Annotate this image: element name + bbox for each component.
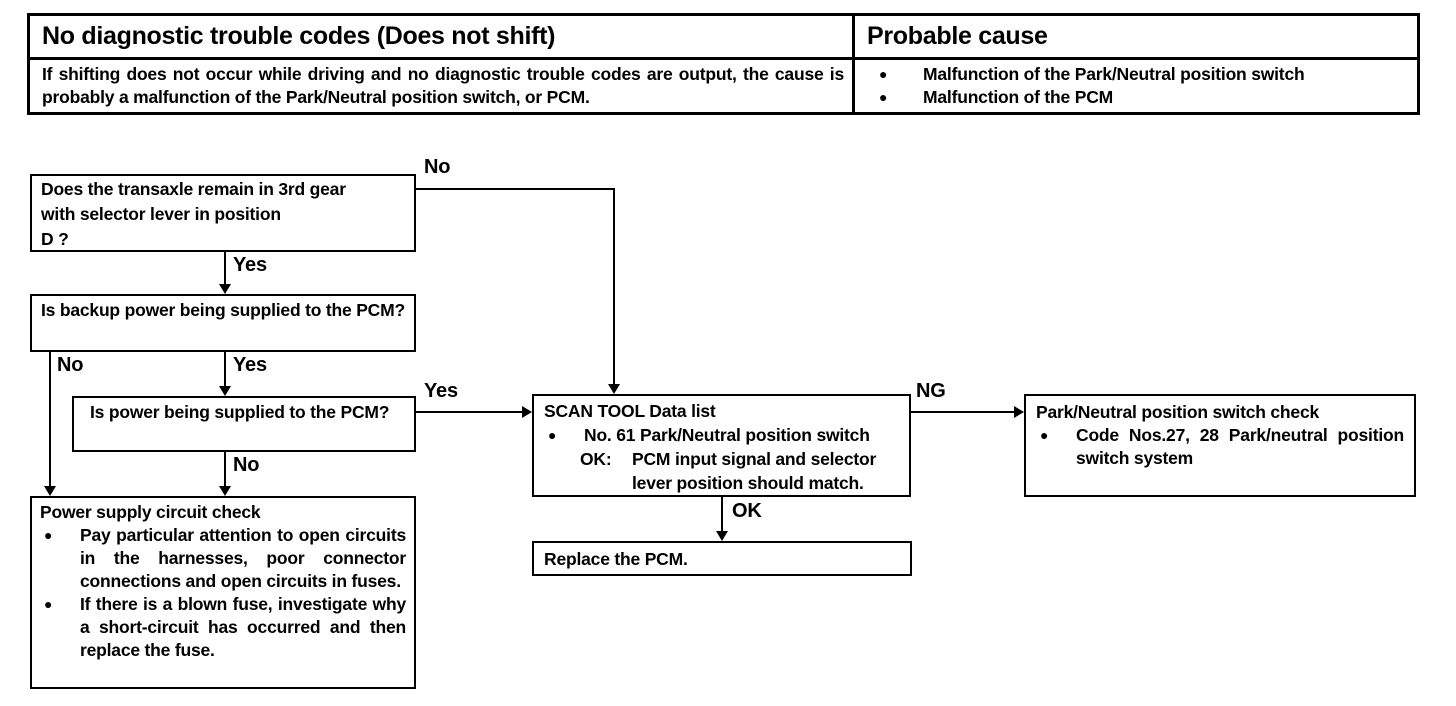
bullet-icon: ● <box>44 596 53 612</box>
edge-scan-ng-line <box>911 411 1014 413</box>
scan-tool-item: ● No. 61 Park/Neutral position switch <box>544 423 899 447</box>
arrow-down-icon <box>716 531 728 541</box>
power-supply-check-item: ● If there is a blown fuse, investigate … <box>40 593 406 662</box>
arrow-down-icon <box>219 386 231 396</box>
bullet-icon: ● <box>879 66 888 82</box>
arrow-down-icon <box>44 486 56 496</box>
question-backup-power-box: Is backup power being supplied to the PC… <box>30 294 416 352</box>
table-body-row: If shifting does not occur while driving… <box>30 60 1417 112</box>
edge-q2-no-line <box>49 352 51 486</box>
arrow-down-icon <box>219 284 231 294</box>
pn-switch-check-title: Park/Neutral position switch check <box>1036 402 1320 422</box>
table-description: If shifting does not occur while driving… <box>30 60 855 112</box>
power-supply-check-title: Power supply circuit check <box>40 502 261 522</box>
replace-pcm-box: Replace the PCM. <box>532 541 912 576</box>
edge-q1-no-vline <box>613 188 615 386</box>
bullet-icon: ● <box>44 527 53 543</box>
edge-label-q2-no: No <box>57 354 84 376</box>
edge-label-q1-no: No <box>424 156 451 178</box>
edge-label-q1-yes: Yes <box>233 254 267 276</box>
edge-q1-yes-line <box>224 251 226 284</box>
power-supply-check-item: ● Pay particular attention to open circu… <box>40 524 406 593</box>
question-transaxle-3rd-gear-box: Does the transaxle remain in 3rd gear wi… <box>30 174 416 252</box>
trouble-code-table: No diagnostic trouble codes (Does not sh… <box>27 13 1420 115</box>
pn-switch-check-box: Park/Neutral position switch check ● Cod… <box>1024 394 1416 497</box>
edge-q3-yes-line <box>416 411 522 413</box>
scan-tool-data-list-box: SCAN TOOL Data list ● No. 61 Park/Neutra… <box>532 394 911 497</box>
ok-prefix: OK: <box>580 449 612 469</box>
pn-switch-check-item: ● Code Nos.27, 28 Park/neutral position … <box>1036 424 1404 470</box>
probable-cause-item: ● Malfunction of the Park/Neutral positi… <box>871 63 1407 86</box>
probable-cause-text: Malfunction of the Park/Neutral position… <box>923 64 1305 84</box>
bullet-icon: ● <box>548 427 557 443</box>
power-supply-check-text: If there is a blown fuse, investigate wh… <box>80 594 406 660</box>
edge-label-scan-ng: NG <box>916 380 946 402</box>
power-supply-check-text: Pay particular attention to open circuit… <box>80 525 406 591</box>
edge-q2-yes-line <box>224 352 226 386</box>
edge-label-q3-no: No <box>233 454 260 476</box>
edge-scan-ok-line <box>721 497 723 531</box>
probable-cause-text: Malfunction of the PCM <box>923 87 1114 107</box>
question-power-supplied-box: Is power being supplied to the PCM? <box>72 396 416 452</box>
table-header-probable-cause: Probable cause <box>867 22 1048 50</box>
ok-condition-text: PCM input signal and selector lever posi… <box>632 449 877 493</box>
arrow-right-icon <box>522 406 532 418</box>
power-supply-circuit-check-box: Power supply circuit check ● Pay particu… <box>30 496 416 689</box>
edge-label-q2-yes: Yes <box>233 354 267 376</box>
edge-label-scan-ok: OK <box>732 500 762 522</box>
bullet-icon: ● <box>879 89 888 105</box>
arrow-down-icon <box>219 486 231 496</box>
bullet-icon: ● <box>1040 427 1049 443</box>
pn-switch-check-text: Code Nos.27, 28 Park/neutral position sw… <box>1076 425 1404 468</box>
table-header-left: No diagnostic trouble codes (Does not sh… <box>30 16 855 57</box>
edge-label-q3-yes: Yes <box>424 380 458 402</box>
edge-q1-no-hline <box>415 188 615 190</box>
arrow-down-icon <box>608 384 620 394</box>
probable-cause-list: ● Malfunction of the Park/Neutral positi… <box>855 60 1417 112</box>
arrow-right-icon <box>1014 406 1024 418</box>
probable-cause-item: ● Malfunction of the PCM <box>871 86 1407 109</box>
scan-tool-item-text: No. 61 Park/Neutral position switch <box>584 425 870 445</box>
table-header-row: No diagnostic trouble codes (Does not sh… <box>30 16 1417 60</box>
scan-tool-ok-row: OK: PCM input signal and selector lever … <box>580 447 899 495</box>
edge-q3-no-line <box>224 452 226 486</box>
scan-tool-title: SCAN TOOL Data list <box>544 401 716 421</box>
